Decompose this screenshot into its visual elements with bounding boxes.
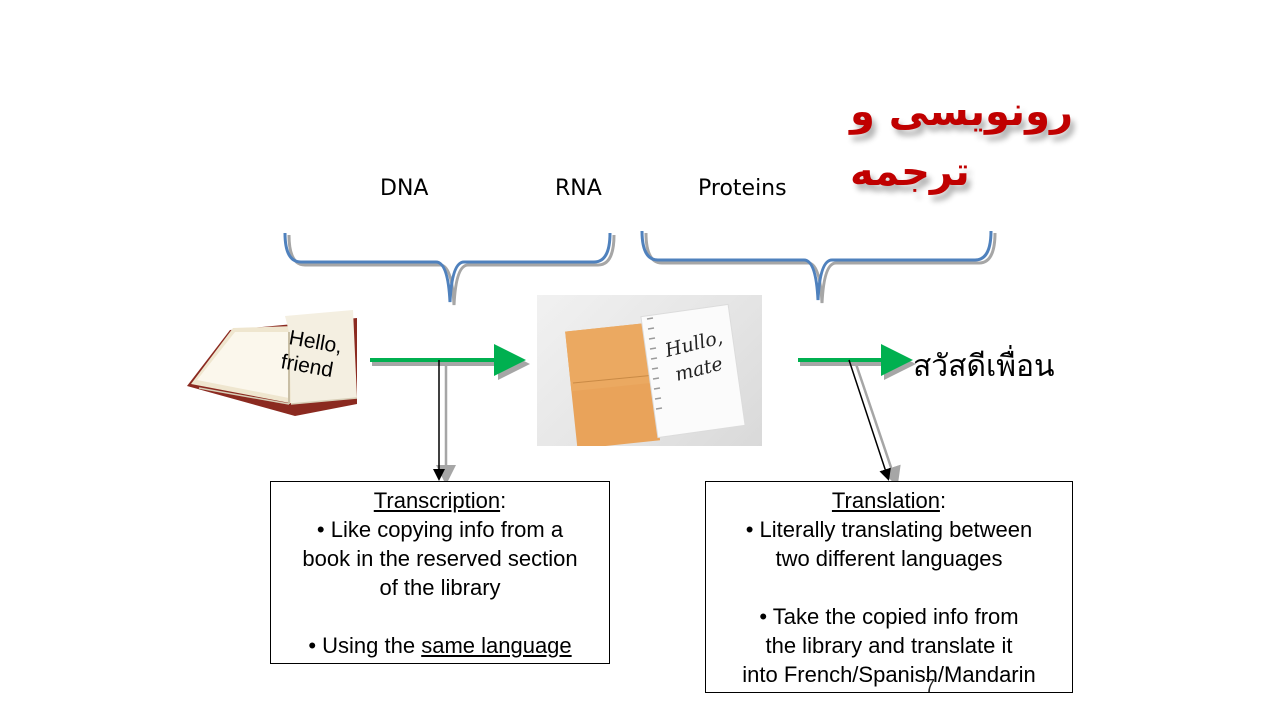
- transcription-heading: Transcription:: [373, 488, 507, 513]
- translation-bullet1-line2: two different languages: [775, 546, 1003, 571]
- transcription-bullet1-line1: • Like copying info from a: [316, 517, 564, 542]
- slide-title: رونویسی و ترجمه: [850, 89, 1073, 195]
- rna-label: RNA: [555, 176, 602, 201]
- proteins-label: Proteins: [698, 176, 787, 201]
- brace-rna-proteins: [640, 230, 997, 304]
- transcription-bullet1-line3: of the library: [379, 575, 501, 600]
- brace-dna-rna: [283, 232, 616, 306]
- translation-bullet2-line2: the library and translate it: [765, 633, 1013, 658]
- translation-heading: Translation:: [831, 488, 947, 513]
- translation-bullet1-line1: • Literally translating between: [745, 517, 1033, 542]
- open-book-image: Hello, friend: [187, 310, 358, 416]
- transcription-bullet1-line2: book in the reserved section: [302, 546, 578, 571]
- thai-greeting: สวัสดีเพื่อน: [913, 349, 1055, 384]
- transcription-box: Transcription: • Like copying info from …: [270, 481, 610, 664]
- translation-bullet2-line3: into French/Spanish/Mandarin: [742, 662, 1036, 687]
- translation-bullet2-line1: • Take the copied info from: [759, 604, 1019, 629]
- transcription-bullet2: • Using the same language: [308, 633, 572, 658]
- dna-label: DNA: [380, 176, 429, 201]
- page-number: 7: [925, 676, 936, 696]
- pointer-translation: [848, 359, 891, 481]
- notebook-photo: Hullo, mate: [537, 295, 762, 446]
- same-language-underlined: same language: [421, 633, 572, 658]
- translation-box: Translation: • Literally translating bet…: [705, 481, 1073, 693]
